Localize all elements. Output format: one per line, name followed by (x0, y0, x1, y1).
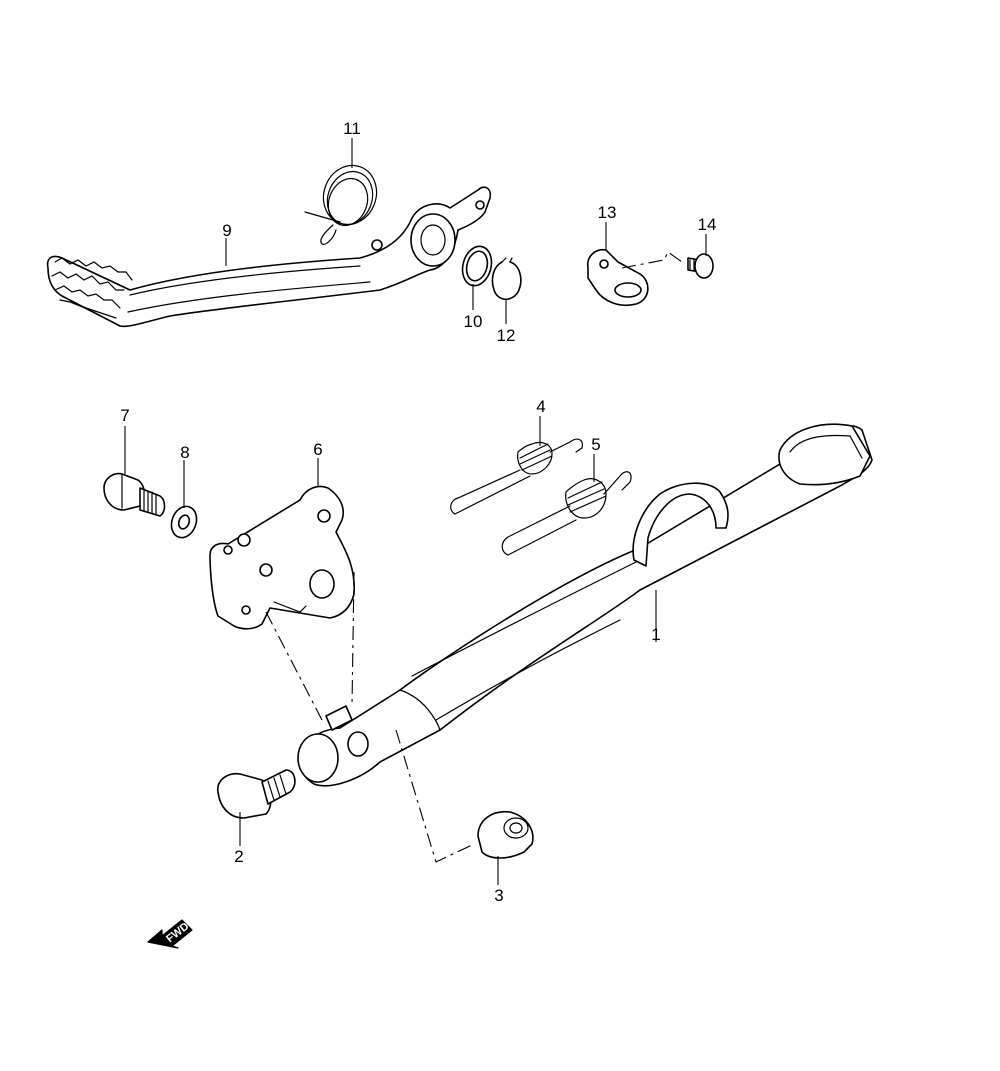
forward-arrow-icon: FWD (147, 919, 193, 949)
callout-12: 12 (497, 326, 516, 345)
side-stand (297, 423, 873, 787)
return-spring (304, 164, 378, 245)
circlip-12 (491, 257, 522, 301)
spring-4 (450, 438, 583, 515)
callout-13: 13 (598, 203, 617, 222)
callout-11: 11 (343, 119, 361, 138)
nut-3 (477, 811, 534, 859)
mounting-plate-6 (209, 485, 355, 630)
callout-14: 14 (698, 215, 717, 234)
callout-6: 6 (313, 440, 322, 459)
pedal-tread-icon (51, 257, 133, 319)
washer-10 (461, 245, 493, 287)
callout-10: 10 (464, 312, 483, 331)
callout-3: 3 (494, 886, 503, 905)
bolt-7 (103, 472, 166, 517)
callout-1: 1 (651, 625, 660, 644)
washer-8 (170, 505, 198, 539)
callout-9: 9 (222, 221, 231, 240)
callout-4: 4 (536, 397, 545, 416)
bracket-13 (586, 248, 649, 306)
callout-2: 2 (234, 847, 243, 866)
pedal-lever (46, 186, 492, 328)
callout-5: 5 (591, 435, 600, 454)
callout-7: 7 (120, 406, 129, 425)
spring-5 (501, 471, 632, 556)
callout-8: 8 (180, 443, 189, 462)
screw-14 (687, 253, 714, 279)
pivot-bolt-2 (217, 769, 296, 819)
